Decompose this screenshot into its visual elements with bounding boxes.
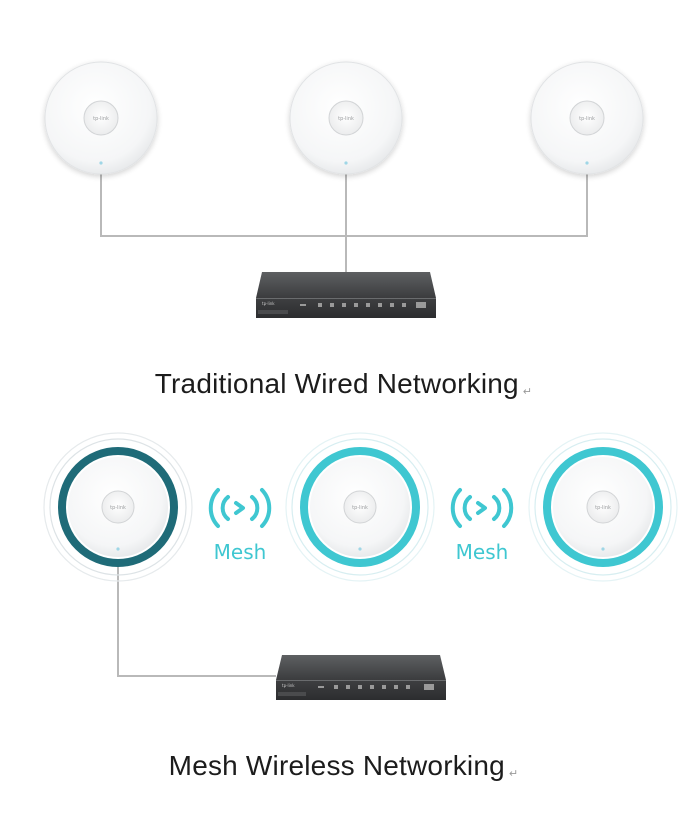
return-mark-icon: ↵	[522, 386, 533, 398]
wifi-signal-icon	[208, 488, 272, 528]
svg-text:tp-link: tp-link	[338, 116, 354, 122]
mesh-link-label: Mesh	[455, 540, 509, 564]
led-icon	[601, 547, 605, 551]
cable-right	[346, 172, 588, 237]
mesh-link-label: Mesh	[213, 540, 267, 564]
access-point-mesh-2: tp-link	[285, 432, 435, 582]
led-icon	[585, 161, 589, 165]
led-icon	[99, 161, 103, 165]
led-icon	[344, 161, 348, 165]
svg-text:tp-link: tp-link	[595, 505, 611, 511]
wired-cables	[100, 172, 588, 272]
caption-mesh-networking: Mesh Wireless Networking↵	[0, 750, 687, 782]
access-point-wired-3: tp-link	[530, 61, 644, 175]
caption-mesh-text: Mesh Wireless Networking	[168, 750, 505, 781]
svg-text:tp-link: tp-link	[262, 301, 275, 306]
access-point-wired-1: tp-link	[44, 61, 158, 175]
led-icon	[358, 547, 362, 551]
svg-text:tp-link: tp-link	[110, 505, 126, 511]
svg-text:tp-link: tp-link	[579, 116, 595, 122]
mesh-cable	[117, 552, 276, 677]
svg-text:tp-link: tp-link	[93, 116, 109, 122]
caption-wired-text: Traditional Wired Networking	[154, 368, 519, 399]
return-mark-icon: ↵	[508, 768, 519, 780]
led-icon	[116, 547, 120, 551]
cable-left	[100, 172, 346, 237]
wifi-signal-icon	[450, 488, 514, 528]
svg-text:tp-link: tp-link	[352, 505, 368, 511]
access-point-mesh-root: tp-link	[43, 432, 193, 582]
access-point-mesh-3: tp-link	[528, 432, 678, 582]
access-point-wired-2: tp-link	[289, 61, 403, 175]
network-switch-mesh: tp-link	[276, 655, 446, 700]
network-switch-wired: tp-link	[256, 272, 436, 318]
caption-wired-networking: Traditional Wired Networking↵	[0, 368, 687, 400]
svg-text:tp-link: tp-link	[282, 683, 295, 688]
